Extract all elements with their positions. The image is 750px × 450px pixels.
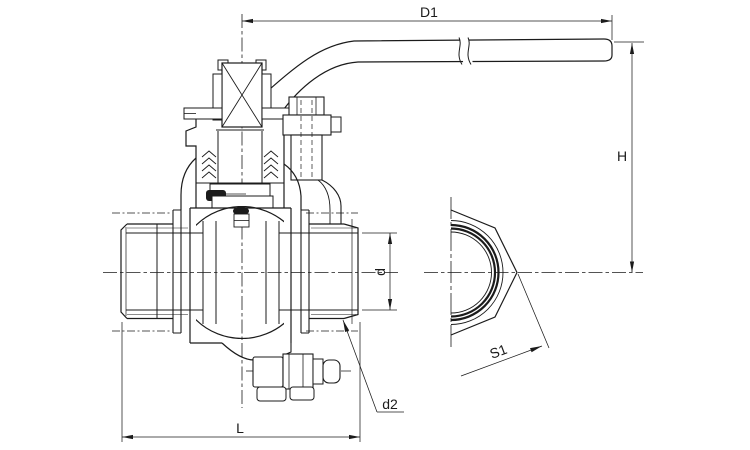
- dim-label-s1: S1: [487, 341, 509, 362]
- arrow-d1-right: [601, 18, 612, 24]
- arrow-l-right: [349, 434, 360, 440]
- packing-chevrons-left: [201, 150, 217, 179]
- arrow-d-bottom: [387, 299, 393, 310]
- fitting-mid-block: [282, 114, 332, 136]
- dimensions: [121, 15, 644, 442]
- fitting-side-tab: [330, 116, 342, 133]
- thread-arc-minor: [450, 227, 497, 318]
- drain-boss: [252, 356, 284, 388]
- front-section-view: [120, 36, 613, 402]
- dim-label-d: d: [372, 268, 388, 276]
- fitting-top-hex: [288, 96, 325, 116]
- dim-label-d1: D1: [420, 4, 438, 20]
- thread-arc-major: [450, 223, 500, 322]
- handle-break-gap: [459, 36, 473, 65]
- drain-foot-left: [256, 386, 287, 402]
- handle-break-line-2: [467, 37, 472, 65]
- centerlines: [103, 14, 643, 408]
- body-bottom-curve: [221, 342, 255, 361]
- drain-washer: [312, 358, 324, 385]
- hex-outline: [450, 209, 518, 336]
- end-hex-view: [450, 209, 518, 336]
- arrow-h-top: [629, 43, 635, 54]
- ball: [196, 206, 284, 339]
- dimension-labels: D1 H d d2 S1 L: [236, 4, 627, 436]
- arrow-d1-left: [242, 18, 253, 24]
- leader-line-d2: [342, 319, 378, 413]
- handle-hub-left: [212, 73, 223, 121]
- arrow-l-left: [122, 434, 133, 440]
- dim-line-s1: [460, 345, 543, 377]
- drain-hex-nut: [282, 353, 314, 390]
- stem-pin-dark: [233, 206, 249, 216]
- packing-chevrons-right: [263, 150, 279, 179]
- bonnet-left-wall: [185, 119, 197, 208]
- drain-foot-right: [289, 386, 315, 401]
- handle-lever: [261, 38, 613, 114]
- thread-arc-outer: [450, 220, 504, 325]
- fitting-boss-inner: [317, 179, 331, 224]
- fitting-boss-outer: [321, 179, 342, 224]
- body-bottom-right-step: [283, 343, 292, 356]
- fitting-lower-block: [290, 134, 323, 181]
- left-port-end-face: [120, 223, 128, 319]
- dim-label-h: H: [617, 148, 627, 164]
- handle-break-line-1: [458, 37, 463, 65]
- arrow-s1: [530, 346, 542, 353]
- dim-label-l: L: [236, 420, 244, 436]
- body-shoulder-right: [283, 163, 302, 210]
- body-shoulder-left: [180, 157, 197, 210]
- arrow-h-bottom: [629, 261, 635, 273]
- stem-block-cross-2: [221, 62, 263, 128]
- dim-label-d2: d2: [382, 396, 398, 412]
- ext-line-s1: [517, 273, 550, 349]
- drain-plug-tip: [322, 359, 341, 384]
- right-port-end-face: [343, 223, 359, 320]
- arrow-d-top: [387, 233, 393, 244]
- thread-arc-bore: [450, 231, 492, 314]
- arrow-d2: [343, 320, 350, 332]
